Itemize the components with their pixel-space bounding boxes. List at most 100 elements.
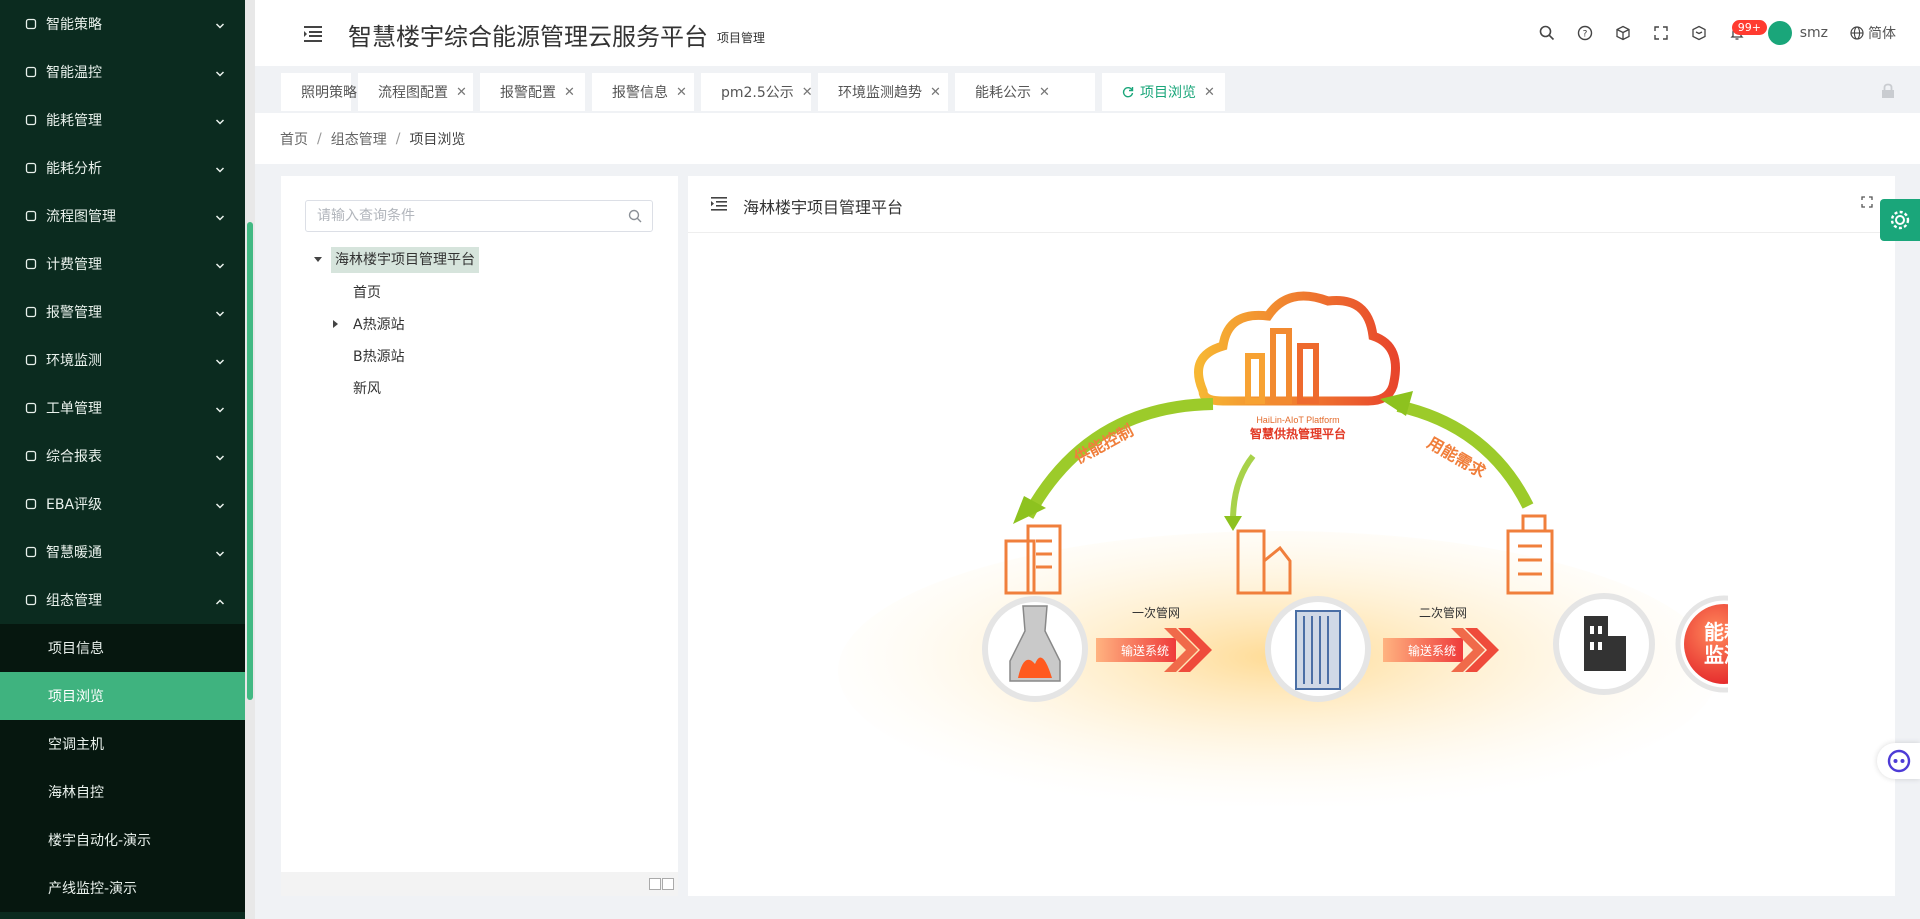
caret-down-icon[interactable]: [314, 257, 322, 262]
platform-en-label: HaiLin-AIoT Platform: [1256, 415, 1339, 425]
sidebar-subitem[interactable]: 项目信息: [0, 624, 245, 672]
building-icon: [1004, 514, 1554, 595]
notification-badge: 99+: [1731, 20, 1767, 35]
settings-gear-button[interactable]: [1880, 199, 1920, 241]
sidebar-item-label: 智能温控: [46, 65, 102, 81]
close-icon[interactable]: ✕: [801, 84, 813, 100]
list-icon[interactable]: [711, 197, 727, 215]
bar-chart-icon: [24, 161, 38, 175]
avatar[interactable]: [1767, 21, 1792, 45]
demand-arc-arrowhead: [1380, 391, 1413, 416]
bell-icon[interactable]: 99+: [1718, 14, 1767, 52]
tab-label: 照明策略: [301, 85, 357, 101]
down-arc: [1230, 454, 1256, 522]
refresh-icon[interactable]: [1122, 86, 1134, 98]
project-view-panel: 海林楼宇项目管理平台 HaiLin-AIoT: [688, 176, 1895, 896]
chevron-up-icon: [215, 595, 225, 605]
cube-icon[interactable]: [1604, 14, 1642, 52]
sidebar-item[interactable]: 综合报表: [0, 432, 245, 480]
supply-arc-arrowhead: [1013, 496, 1046, 524]
caret-right-icon[interactable]: [333, 320, 338, 328]
scroll-down-button[interactable]: [662, 878, 674, 890]
sidebar-item[interactable]: 智能策略: [0, 0, 245, 48]
tab-item[interactable]: 能耗公示 ✕: [955, 73, 1095, 111]
tab-item[interactable]: 报警信息✕: [592, 73, 694, 111]
sidebar-scrollbar[interactable]: [245, 0, 255, 919]
sidebar-item[interactable]: 智慧暖通: [0, 528, 245, 576]
tree-node-a-station[interactable]: A热源站: [353, 317, 405, 333]
sidebar-subitem[interactable]: 海林自控: [0, 768, 245, 816]
leaf-icon: [24, 353, 38, 367]
chevron-down-icon: [215, 451, 225, 461]
tab-item[interactable]: 项目浏览✕: [1102, 73, 1225, 111]
sidebar-item[interactable]: 能耗管理: [0, 96, 245, 144]
billing-icon: [24, 257, 38, 271]
tree-search: [305, 200, 653, 232]
lock-icon[interactable]: [1881, 83, 1895, 103]
box-icon[interactable]: [1680, 14, 1718, 52]
robot-icon: [1887, 749, 1910, 773]
sidebar-subitem[interactable]: 产线监控-演示: [0, 864, 245, 912]
language-switch[interactable]: 简体: [1850, 23, 1896, 43]
transport-label-2: 输送系统: [1408, 643, 1456, 658]
language-label: 简体: [1868, 26, 1896, 42]
sidebar-item[interactable]: 计费管理: [0, 240, 245, 288]
sidebar-item-label: 智慧暖通: [46, 545, 102, 561]
config-icon: [24, 593, 38, 607]
tree-node-b-station[interactable]: B热源站: [353, 349, 405, 365]
breadcrumb-home[interactable]: 首页: [280, 131, 308, 148]
search-icon[interactable]: [1528, 14, 1566, 52]
expand-icon[interactable]: [1861, 196, 1873, 212]
sidebar-item[interactable]: 环境监测: [0, 336, 245, 384]
tab-label: 流程图配置: [378, 85, 448, 101]
transport-label-1: 输送系统: [1121, 643, 1169, 658]
sidebar-item[interactable]: 组态管理: [0, 576, 245, 624]
help-icon[interactable]: ?: [1566, 14, 1604, 52]
scrollbar-thumb[interactable]: [247, 222, 253, 700]
sidebar-item[interactable]: 能耗分析: [0, 144, 245, 192]
assistant-bot-button[interactable]: [1877, 743, 1920, 779]
chevron-down-icon: [215, 115, 225, 125]
search-icon[interactable]: [628, 209, 642, 227]
sidebar-item[interactable]: 工单管理: [0, 384, 245, 432]
tree-node-home[interactable]: 首页: [353, 285, 381, 301]
sidebar-item-label: 流程图管理: [46, 209, 116, 225]
panel-icon: [24, 65, 38, 79]
sidebar-item[interactable]: 智能温控: [0, 48, 245, 96]
layers-icon: [24, 401, 38, 415]
secondary-network-label: 二次管网: [1419, 605, 1467, 620]
tab-item[interactable]: pm2.5公示✕: [701, 73, 813, 111]
tab-item[interactable]: 报警配置✕: [480, 73, 585, 111]
sidebar-subitem[interactable]: 项目浏览: [0, 672, 245, 720]
tree-node-fresh-air[interactable]: 新风: [353, 381, 381, 397]
menu-fold-icon[interactable]: [303, 24, 323, 44]
chevron-down-icon: [215, 499, 225, 509]
tab-item[interactable]: 流程图配置 ✕: [358, 73, 473, 111]
cloud-icon: [1194, 291, 1400, 406]
tab-item[interactable]: 环境监测趋势✕: [818, 73, 948, 111]
sidebar-item[interactable]: EBA评级: [0, 480, 245, 528]
tab-item[interactable]: 照明策略✕: [281, 73, 376, 111]
sidebar-item[interactable]: 流程图管理: [0, 192, 245, 240]
scroll-up-button[interactable]: [649, 878, 661, 890]
search-input[interactable]: [306, 201, 606, 231]
close-icon[interactable]: ✕: [1204, 84, 1215, 100]
hvac-icon: [24, 545, 38, 559]
close-icon[interactable]: ✕: [564, 84, 575, 100]
tab-label: 能耗公示: [975, 85, 1031, 101]
sidebar-subitem[interactable]: 空调主机: [0, 720, 245, 768]
sidebar-subitem[interactable]: 楼宇自动化-演示: [0, 816, 245, 864]
chevron-down-icon: [215, 355, 225, 365]
tree-node-root[interactable]: 海林楼宇项目管理平台: [331, 247, 479, 273]
close-icon[interactable]: ✕: [456, 84, 467, 100]
close-icon[interactable]: ✕: [930, 84, 941, 100]
sidebar-item[interactable]: 报警管理: [0, 288, 245, 336]
close-icon[interactable]: ✕: [676, 84, 687, 100]
chevron-down-icon: [215, 163, 225, 173]
sidebar-item-label: 能耗分析: [46, 161, 102, 177]
fullscreen-icon[interactable]: [1642, 14, 1680, 52]
close-icon[interactable]: ✕: [1039, 84, 1050, 100]
energy-label-line2: 监测: [1704, 643, 1728, 667]
breadcrumb-config[interactable]: 组态管理: [330, 131, 387, 148]
username[interactable]: smz: [1799, 25, 1828, 41]
